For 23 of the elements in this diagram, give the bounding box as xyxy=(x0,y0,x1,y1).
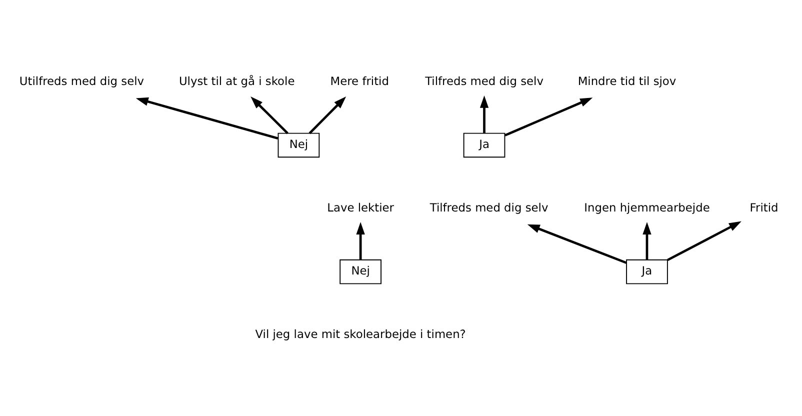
node-text: Tilfreds med dig selv xyxy=(425,73,544,88)
node-text: Ulyst til at gå i skole xyxy=(178,73,295,88)
arrow xyxy=(250,96,288,134)
arrow xyxy=(527,224,627,264)
node-text: Mere fritid xyxy=(330,73,389,88)
node-box: Nej xyxy=(340,258,382,284)
arrow xyxy=(480,94,489,133)
node-text: Tilfreds med dig selv xyxy=(430,200,548,214)
arrow xyxy=(136,96,278,140)
arrow xyxy=(308,96,346,134)
node-text: Mindre tid til sjov xyxy=(578,73,676,88)
node-box: Nej xyxy=(278,132,320,158)
arrow xyxy=(504,97,593,136)
label: Vil jeg lave mit skolearbejde i timen? xyxy=(255,326,466,341)
node-text: Ingen hjemmearbejde xyxy=(584,200,710,214)
arrow xyxy=(667,220,742,261)
arrow xyxy=(642,222,652,260)
node-text: Utilfreds med dig selv xyxy=(19,73,144,88)
arrow xyxy=(356,222,365,260)
node-box: Ja xyxy=(626,258,668,284)
node-text: Lave lektier xyxy=(327,200,394,214)
node-box: Ja xyxy=(463,132,506,158)
node-text: Fritid xyxy=(750,200,778,214)
